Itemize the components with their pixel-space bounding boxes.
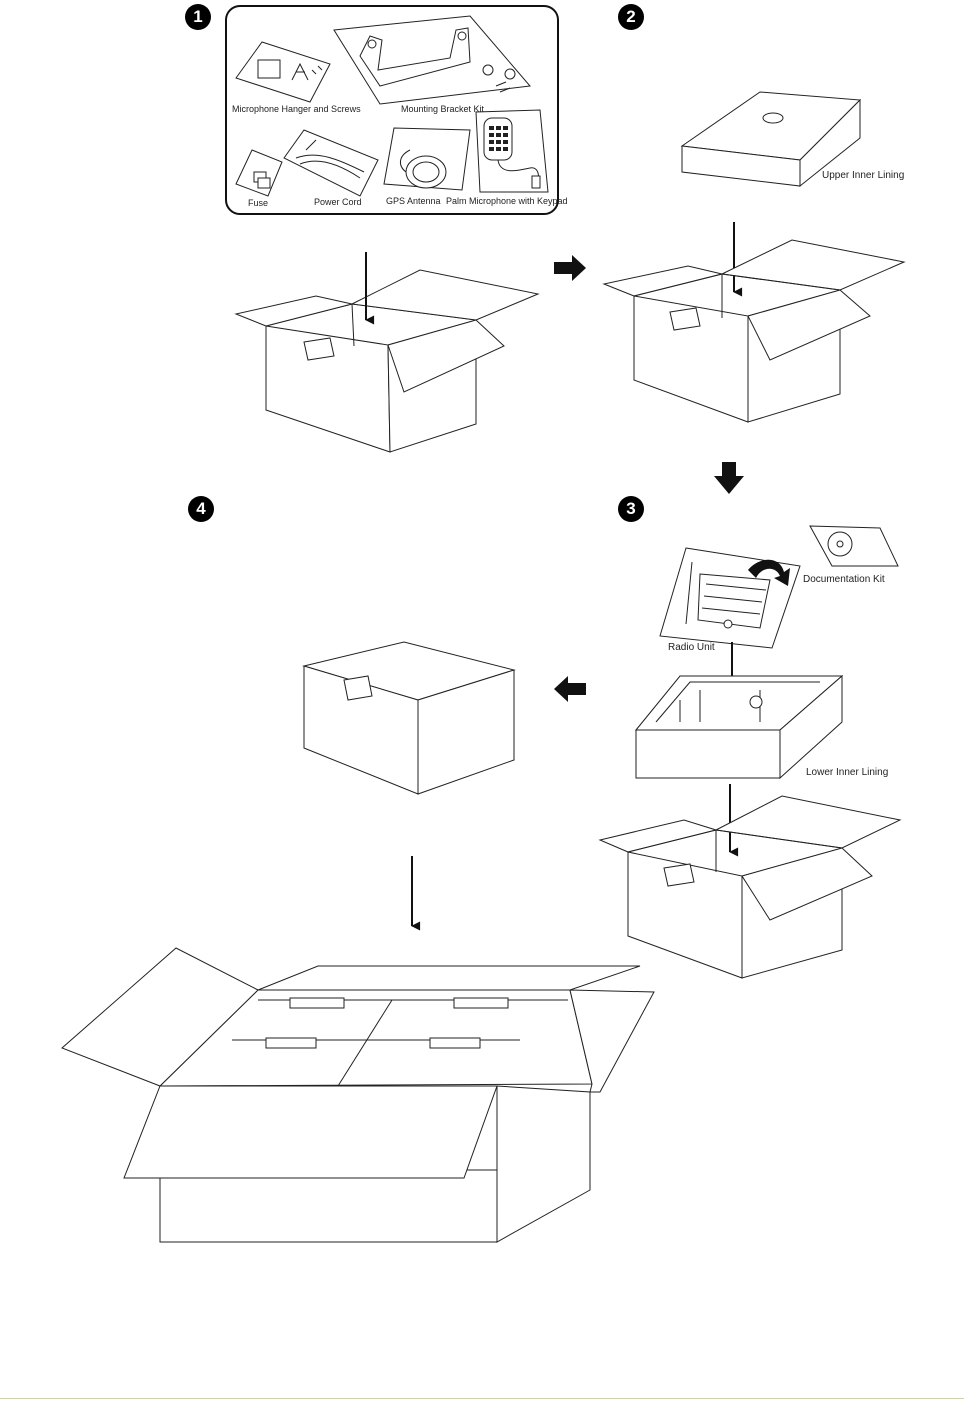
label-power-cord: Power Cord: [314, 197, 362, 207]
arrow-down-icon: [714, 462, 744, 494]
label-fuse: Fuse: [248, 198, 268, 208]
open-box-step1: [236, 270, 538, 452]
label-palm-microphone: Palm Microphone with Keypad: [446, 196, 568, 206]
footer-rule: [0, 1398, 964, 1399]
gps-antenna-icon: [384, 128, 470, 190]
label-radio-unit: Radio Unit: [668, 642, 715, 653]
open-box-step3: [600, 796, 900, 978]
radio-unit-shape: [660, 548, 800, 648]
label-upper-inner-lining: Upper Inner Lining: [822, 170, 904, 181]
documentation-kit-shape: [810, 526, 898, 566]
closed-box-step4: [304, 642, 514, 794]
label-gps-antenna: GPS Antenna: [386, 196, 441, 206]
label-mounting-bracket: Mounting Bracket Kit: [401, 104, 484, 114]
outer-carton-shape: [62, 948, 654, 1242]
label-lower-inner-lining: Lower Inner Lining: [806, 767, 888, 778]
label-microphone-hanger: Microphone Hanger and Screws: [232, 104, 361, 114]
lower-inner-lining-shape: [636, 676, 842, 778]
arrow-left-icon: [554, 676, 586, 702]
label-documentation-kit: Documentation Kit: [803, 574, 885, 585]
open-box-step2: [604, 240, 904, 422]
arrow-right-icon: [554, 255, 586, 281]
palm-microphone-icon: [476, 110, 548, 192]
